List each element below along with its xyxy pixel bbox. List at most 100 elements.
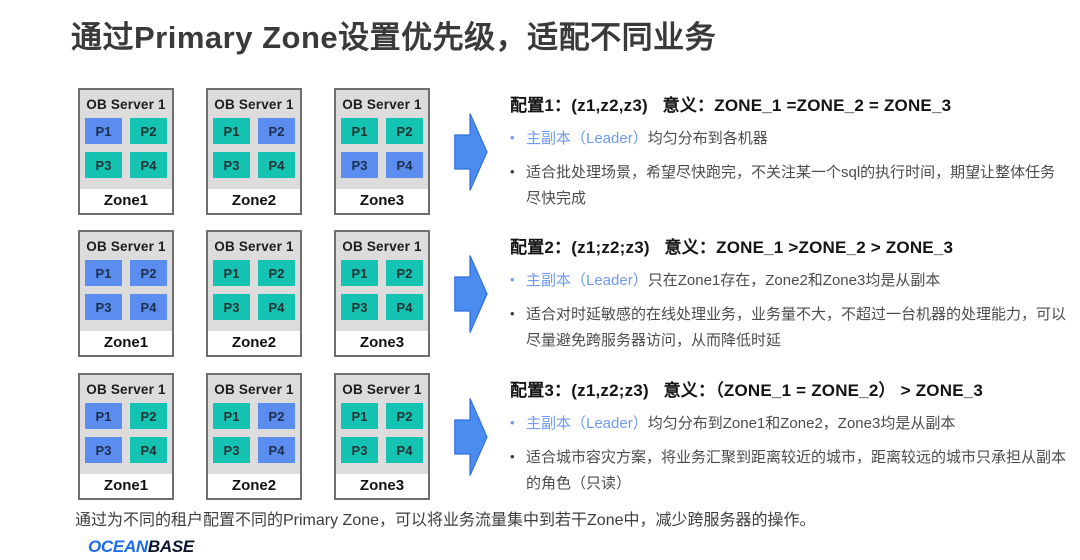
partition-p2-leader: P2 <box>258 403 295 429</box>
leader-highlight-text: 主副本（Leader） <box>526 415 648 432</box>
bullet-text: 主副本（Leader）均匀分布到各机器 <box>526 126 768 152</box>
config-heading: 配置3：(z1,z2;z3) 意义：（ZONE_1 = ZONE_2） > ZO… <box>510 381 984 400</box>
bullet-segment: 只在Zone1存在，Zone2和Zone3均是从副本 <box>647 272 941 289</box>
ob-server-label: OB Server 1 <box>86 382 166 397</box>
partition-p2-leader: P2 <box>258 118 295 144</box>
config-text-block: 配置2：(z1;z2;z3) 意义：ZONE_1 >ZONE_2 > ZONE_… <box>510 233 1066 353</box>
bullet-dot: • <box>510 448 515 464</box>
partition-p3-follower: P3 <box>85 152 122 178</box>
partition-p1-follower: P1 <box>213 118 250 144</box>
partition-p4-follower: P4 <box>130 437 167 463</box>
partition-p2-leader: P2 <box>130 260 167 286</box>
bullet-item: • 主副本（Leader）均匀分布到Zone1和Zone2，Zone3均是从副本 <box>510 411 1066 437</box>
ob-server-label: OB Server 1 <box>342 382 422 397</box>
flow-arrow-icon <box>454 112 488 192</box>
zone-name-label: Zone2 <box>208 189 300 213</box>
partition-p1-follower: P1 <box>213 260 250 286</box>
bullet-segment: 适合城市容灾方案，将业务汇聚到距离较近的城市，距离较远的城市只承担从副本的角色（… <box>526 448 1067 492</box>
partition-p3-follower: P3 <box>213 294 250 320</box>
bullet-dot: • <box>510 163 515 179</box>
bullet-text: 主副本（Leader）均匀分布到Zone1和Zone2，Zone3均是从副本 <box>526 411 955 437</box>
ob-server-label: OB Server 1 <box>86 239 166 254</box>
config-bullets: • 主副本（Leader）均匀分布到各机器 • 适合批处理场景，希望尽快跑完，不关注某… <box>510 126 1066 211</box>
partition-p3-leader: P3 <box>85 437 122 463</box>
zone-name-label: Zone1 <box>80 474 172 498</box>
partition-p4-follower: P4 <box>386 437 423 463</box>
bullet-segment: 适合批处理场景，希望尽快跑完，不关注某一个sql的执行时间，期望让整体任务尽快完… <box>526 163 1056 207</box>
partition-p1-leader: P1 <box>85 403 122 429</box>
partition-p3-leader: P3 <box>85 294 122 320</box>
ob-server-label: OB Server 1 <box>342 239 422 254</box>
bullet-text: 适合城市容灾方案，将业务汇聚到距离较近的城市，距离较远的城市只承担从副本的角色（… <box>526 445 1066 497</box>
partition-p3-leader: P3 <box>341 152 378 178</box>
slide-title: 通过Primary Zone设置优先级，适配不同业务 <box>71 20 717 55</box>
leader-highlight-text: 主副本（Leader） <box>526 130 648 147</box>
partition-p1-follower: P1 <box>213 403 250 429</box>
config-heading: 配置1：(z1,z2,z3) 意义：ZONE_1 =ZONE_2 = ZONE_… <box>510 96 952 115</box>
config-text-block: 配置3：(z1,z2;z3) 意义：（ZONE_1 = ZONE_2） > ZO… <box>510 376 1066 496</box>
zone-name-label: Zone2 <box>208 331 300 355</box>
zone-name-label: Zone3 <box>336 189 428 213</box>
ob-server-label: OB Server 1 <box>86 97 166 112</box>
zone-name-label: Zone1 <box>80 331 172 355</box>
bullet-item: •主副本（Leader）只在Zone1存在，Zone2和Zone3均是从副本 <box>510 268 1066 294</box>
bullet-text: 适合批处理场景，希望尽快跑完，不关注某一个sql的执行时间，期望让整体任务尽快完… <box>526 160 1066 212</box>
partition-p3-follower: P3 <box>341 294 378 320</box>
partition-p2-follower: P2 <box>386 118 423 144</box>
config-bullets: •主副本（Leader）均匀分布到Zone1和Zone2，Zone3均是从副本•… <box>510 411 1066 496</box>
footer-summary: 通过为不同的租户配置不同的Primary Zone，可以将业务流量集中到若干Zo… <box>75 512 816 529</box>
flow-arrow-icon <box>454 254 488 334</box>
bullet-item: •适合对时延敏感的在线处理业务，业务量不大，不超过一台机器的处理能力，可以尽量避… <box>510 302 1066 354</box>
partition-p2-follower: P2 <box>130 403 167 429</box>
ob-server-label: OB Server 1 <box>214 239 294 254</box>
ob-server-label: OB Server 1 <box>214 382 294 397</box>
partition-p3-follower: P3 <box>341 437 378 463</box>
config-text-block: 配置1：(z1,z2,z3) 意义：ZONE_1 =ZONE_2 = ZONE_… <box>510 91 1066 211</box>
logo-ocean-text: OCEAN <box>88 537 148 556</box>
bullet-item: • 适合城市容灾方案，将业务汇聚到距离较近的城市，距离较远的城市只承担从副本的角色… <box>510 445 1066 497</box>
partition-p4-leader: P4 <box>258 437 295 463</box>
partition-p1-follower: P1 <box>341 260 378 286</box>
bullet-item: • 主副本（Leader）均匀分布到各机器 <box>510 126 1066 152</box>
leader-highlight-text: 主副本（Leader） <box>526 272 648 289</box>
partition-p2-follower: P2 <box>258 260 295 286</box>
zone-name-label: Zone3 <box>336 474 428 498</box>
partition-p4-follower: P4 <box>258 294 295 320</box>
config-bullets: •主副本（Leader）只在Zone1存在，Zone2和Zone3均是从副本 •适… <box>510 268 1066 353</box>
bullet-text: 适合对时延敏感的在线处理业务，业务量不大，不超过一台机器的处理能力，可以尽量避免… <box>526 302 1066 354</box>
partition-p4-follower: P4 <box>258 152 295 178</box>
zone-name-label: Zone2 <box>208 474 300 498</box>
bullet-dot: • <box>510 415 515 430</box>
partition-p3-follower: P3 <box>213 152 250 178</box>
partition-p2-follower: P2 <box>130 118 167 144</box>
partition-p1-follower: P1 <box>341 118 378 144</box>
oceanbase-logo: OCEANBASE <box>88 537 194 557</box>
partition-p1-leader: P1 <box>85 260 122 286</box>
ob-server-label: OB Server 1 <box>342 97 422 112</box>
bullet-dot: • <box>510 130 515 145</box>
config-heading: 配置2：(z1;z2;z3) 意义：ZONE_1 >ZONE_2 > ZONE_… <box>510 238 954 257</box>
partition-p4-follower: P4 <box>130 152 167 178</box>
